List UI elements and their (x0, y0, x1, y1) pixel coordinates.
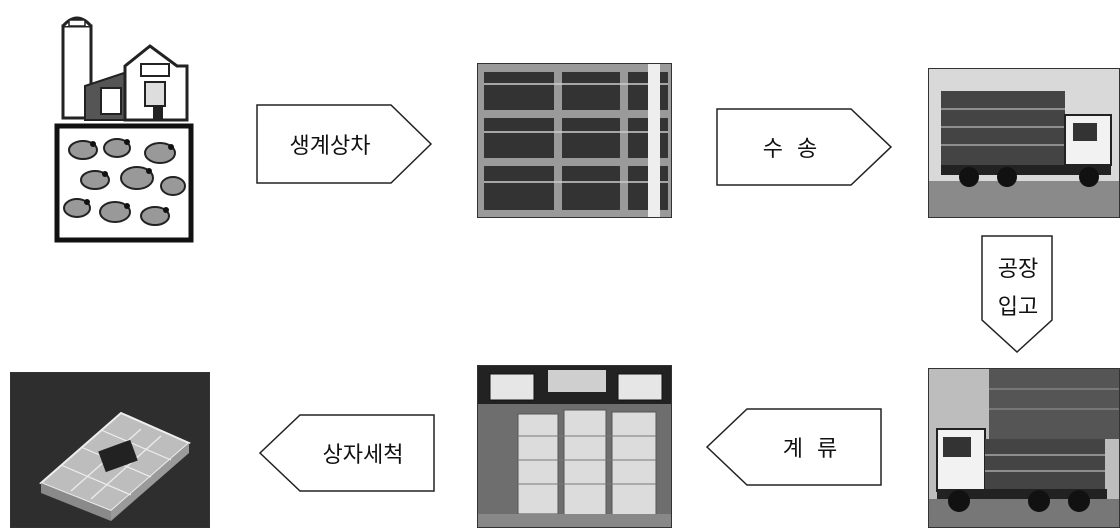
arrow-arrival-label-2: 입고 (997, 295, 1039, 320)
arrow-wash-label: 상자세척 (322, 443, 404, 468)
crates-photo (477, 63, 672, 218)
truck-photo-factory (928, 368, 1120, 528)
arrow-arrival: 공장 입고 (980, 234, 1056, 354)
arrow-transport: 수 송 (715, 107, 895, 187)
arrow-wash: 상자세척 (258, 413, 438, 493)
arrow-hang: 계 류 (705, 407, 885, 487)
arrow-arrival-label-1: 공장 (997, 257, 1039, 282)
farm-icon (54, 8, 195, 243)
arrow-hang-label: 계 류 (782, 437, 838, 462)
holding-area-photo (477, 365, 672, 528)
arrow-load: 생계상차 (255, 103, 435, 185)
crate-photo (10, 372, 210, 528)
arrow-load-label: 생계상차 (289, 134, 371, 159)
arrow-transport-label: 수 송 (762, 137, 818, 162)
truck-photo-top (928, 68, 1120, 218)
